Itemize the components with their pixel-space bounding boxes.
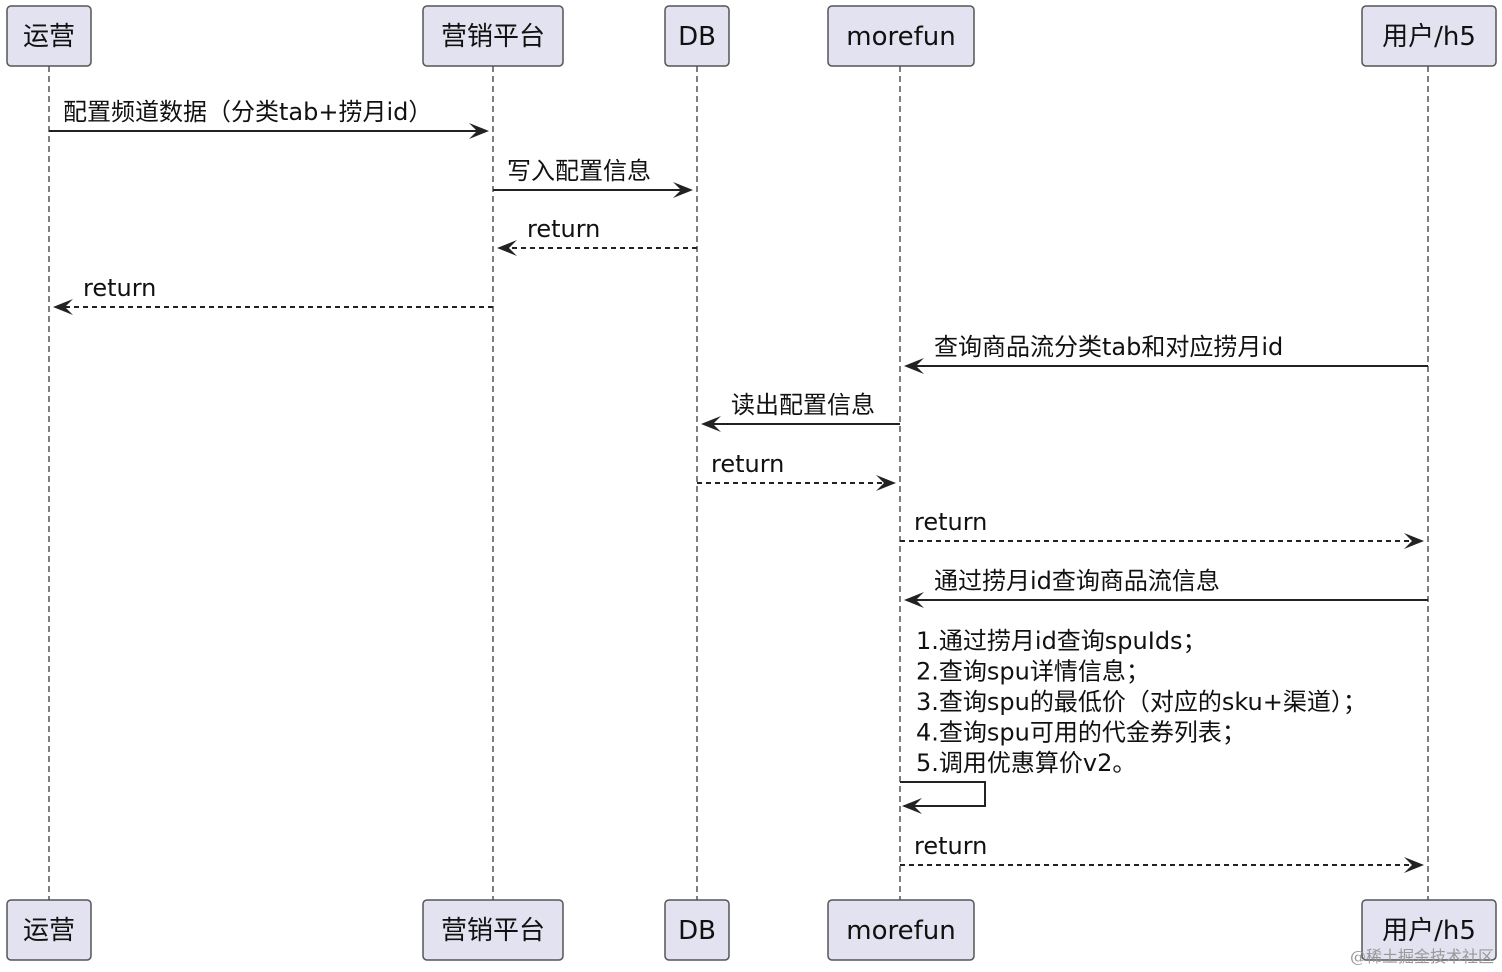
arrow-head xyxy=(53,299,73,315)
participant-label: morefun xyxy=(846,22,955,52)
participant-label: morefun xyxy=(846,916,955,946)
arrow-head xyxy=(1404,857,1424,873)
lifelines xyxy=(48,66,1429,900)
message-line xyxy=(900,781,986,807)
participant-box-mkt-bottom: 营销平台 xyxy=(422,899,564,961)
participant-box-morefun-top: morefun xyxy=(827,5,975,67)
participant-label: 营销平台 xyxy=(441,916,545,946)
message-label: 查询商品流分类tab和对应捞月id xyxy=(934,333,1283,361)
message-label: 通过捞月id查询商品流信息 xyxy=(934,567,1220,595)
message-label: 读出配置信息 xyxy=(731,391,875,419)
message-9: 通过捞月id查询商品流信息 xyxy=(904,567,1428,608)
message-6: 读出配置信息 xyxy=(701,391,900,432)
message-label: return xyxy=(527,215,600,243)
participant-box-ops-bottom: 运营 xyxy=(6,899,92,961)
participant-box-frame xyxy=(6,5,92,67)
participant-box-frame xyxy=(664,5,730,67)
messages: 配置频道数据（分类tab+捞月id） 写入配置信息 return return 查询商品… xyxy=(49,98,1428,873)
participant-box-frame xyxy=(1361,5,1497,67)
participant-box-morefun-bottom: morefun xyxy=(827,899,975,961)
participant-label: DB xyxy=(678,916,716,946)
participant-box-user-top: 用户/h5 xyxy=(1361,5,1497,67)
message-10: 1.通过捞月id查询spuIds； 2.查询spu详情信息；3.查询spu的最低价… xyxy=(900,627,1367,814)
watermark: @稀土掘金技术社区 xyxy=(1350,947,1494,966)
arrow-head xyxy=(701,416,721,432)
participant-label: 用户/h5 xyxy=(1382,22,1476,52)
message-label: return xyxy=(914,508,987,536)
message-label-line: 5.调用优惠算价v2。 xyxy=(916,749,1136,777)
arrow-head xyxy=(904,358,924,374)
participant-box-frame xyxy=(422,5,564,67)
participant-label: DB xyxy=(678,22,716,52)
arrow-head xyxy=(497,240,517,256)
arrow-head xyxy=(469,123,489,139)
message-label: 配置频道数据（分类tab+捞月id） xyxy=(63,98,432,126)
message-5: 查询商品流分类tab和对应捞月id xyxy=(904,333,1428,374)
message-2: 写入配置信息 xyxy=(493,157,693,198)
participant-box-frame xyxy=(664,899,730,961)
message-label: return xyxy=(711,450,784,478)
arrow-head xyxy=(902,798,922,814)
message-label-line: 4.查询spu可用的代金券列表； xyxy=(916,719,1246,747)
message-label-line: 2.查询spu详情信息； xyxy=(916,658,1150,686)
participant-box-mkt-top: 营销平台 xyxy=(422,5,564,67)
message-8: return xyxy=(900,508,1424,549)
message-label-line: 3.查询spu的最低价（对应的sku+渠道）； xyxy=(916,688,1367,716)
participant-box-frame xyxy=(1361,899,1497,961)
participant-box-frame xyxy=(6,899,92,961)
arrow-head xyxy=(876,475,896,491)
arrow-head xyxy=(673,182,693,198)
arrow-head xyxy=(1404,533,1424,549)
participant-label: 用户/h5 xyxy=(1382,916,1476,946)
participant-box-db-bottom: DB xyxy=(664,899,730,961)
participant-box-db-top: DB xyxy=(664,5,730,67)
participant-box-frame xyxy=(422,899,564,961)
message-label-line: 1.通过捞月id查询spuIds； xyxy=(916,627,1207,655)
participant-box-user-bottom: 用户/h5 xyxy=(1361,899,1497,961)
message-4: return xyxy=(53,274,493,315)
participant-label: 运营 xyxy=(23,916,75,946)
participant-label: 营销平台 xyxy=(441,22,545,52)
message-7: return xyxy=(697,450,896,491)
participant-box-ops-top: 运营 xyxy=(6,5,92,67)
participant-box-frame xyxy=(827,899,975,961)
message-label: return xyxy=(914,832,987,860)
participant-box-frame xyxy=(827,5,975,67)
message-3: return xyxy=(497,215,697,256)
message-label: return xyxy=(83,274,156,302)
participant-label: 运营 xyxy=(23,22,75,52)
message-1: 配置频道数据（分类tab+捞月id） xyxy=(49,98,489,139)
arrow-head xyxy=(904,592,924,608)
message-11: return xyxy=(900,832,1424,873)
message-label: 写入配置信息 xyxy=(507,157,651,185)
